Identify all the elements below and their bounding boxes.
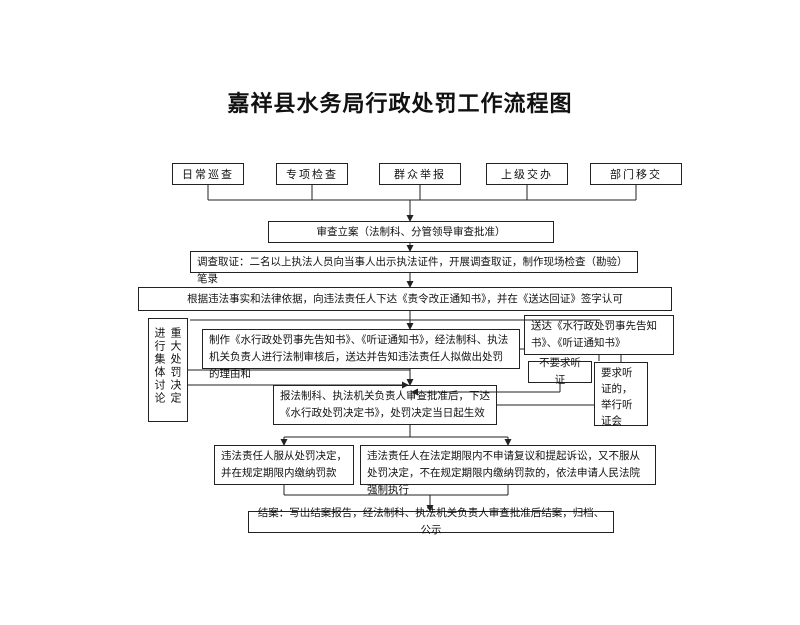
source-label: 专项检查 — [286, 167, 338, 181]
source-label: 日常巡查 — [182, 167, 234, 181]
step-penalty-decision: 报法制科、执法机关负责人审查批准后，下达《水行政处罚决定书》，处罚决定当日起生效 — [273, 385, 497, 425]
source-label: 群众举报 — [394, 167, 446, 181]
step-major-penalty-discussion: 重大处罚决定进行集体讨论 — [148, 318, 188, 422]
page-title: 嘉祥县水务局行政处罚工作流程图 — [227, 91, 573, 117]
step-investigation: 调查取证：二名以上执法人员向当事人出示执法证件，开展调查取证，制作现场检查（勘验… — [190, 251, 638, 285]
step-prepare-notice: 制作《水行政处罚事先告知书》、《听证通知书》，经法制科、执法机关负责人进行法制审… — [202, 329, 520, 380]
step-correction-order: 根据违法事实和法律依据，向违法责任人下达《责令改正通知书》，并在《送达回证》签字… — [138, 287, 672, 311]
source-label: 部门移交 — [610, 167, 662, 181]
source-department-transfer: 部门移交 — [590, 163, 682, 185]
source-special-inspection: 专项检查 — [276, 163, 348, 185]
source-daily-patrol: 日常巡查 — [172, 163, 244, 185]
source-public-report: 群众举报 — [379, 163, 461, 185]
step-register-case: 审查立案（法制科、分管领导审查批准） — [268, 221, 554, 243]
step-no-hearing: 不要求听证 — [528, 357, 592, 386]
step-hearing: 要求听证的，举行听证会 — [594, 362, 648, 427]
step-deliver-notice: 送达《水行政处罚事先告知书》、《听证通知书》 — [524, 315, 674, 355]
source-superior-assignment: 上级交办 — [486, 163, 568, 185]
source-label: 上级交办 — [501, 167, 553, 181]
step-court-enforcement: 违法责任人在法定期限内不申请复议和提起诉讼，又不服从处罚决定，不在规定期限内缴纳… — [360, 445, 656, 496]
